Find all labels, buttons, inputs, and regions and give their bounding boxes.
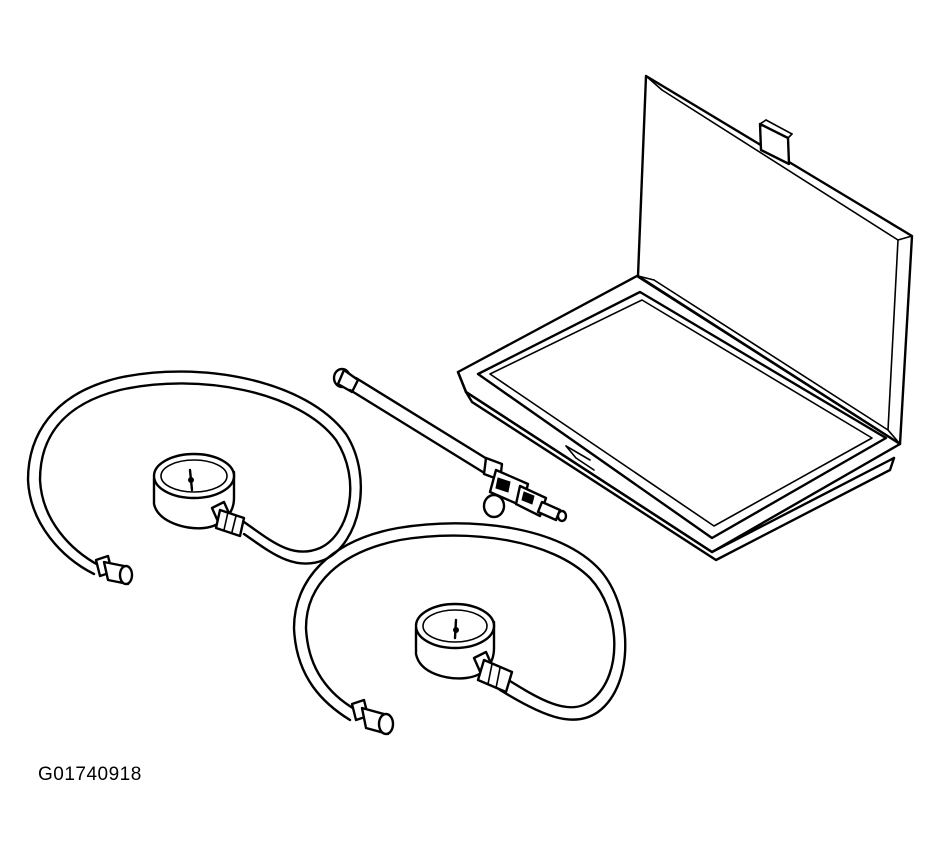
carrying-case [456,74,914,562]
adapter-valve [482,456,568,523]
gauge-end-fitting-left [94,554,134,586]
gauge-body-right [414,602,496,680]
adapter-end-fitting [332,367,360,394]
gauge-hose-right [292,522,627,722]
case-latch [758,119,793,166]
figure-id-label: G01740918 [38,764,142,785]
pressure-gauge-right [292,522,627,736]
pressure-gauge-left [26,370,363,586]
adapter-tube [348,376,494,476]
gauge-end-fitting-right [350,698,395,736]
gauge-connector-left [210,500,246,538]
adapter-hose-with-valve [332,367,568,523]
gauge-connector-right [472,650,514,694]
case-base [456,274,902,562]
